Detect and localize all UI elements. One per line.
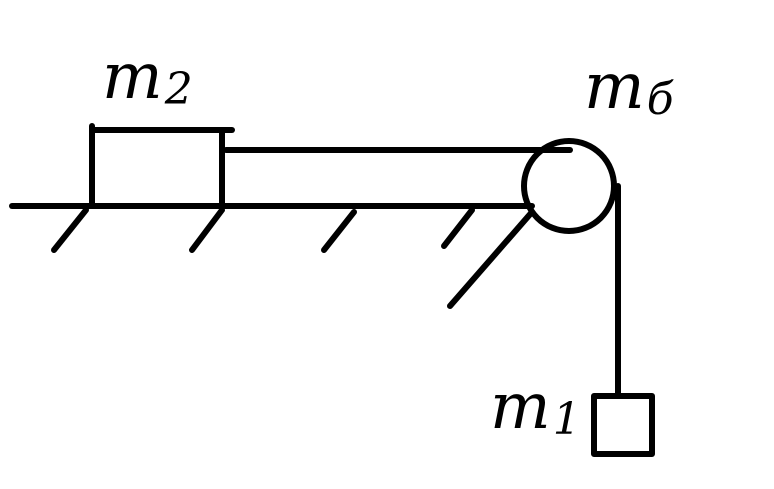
label-m1: m1 [490, 370, 581, 445]
table-hatch-1 [51, 207, 89, 253]
label-m2: m2 [102, 40, 193, 115]
block-m1 [591, 393, 655, 457]
table-hatch-4 [441, 207, 475, 249]
pulley-wheel [521, 138, 617, 234]
table-hatch-2 [189, 207, 225, 253]
pulley-support [447, 209, 535, 309]
block-m2 [89, 127, 225, 209]
label-pulley: mб [584, 50, 674, 125]
table-hatch-3 [321, 209, 357, 253]
